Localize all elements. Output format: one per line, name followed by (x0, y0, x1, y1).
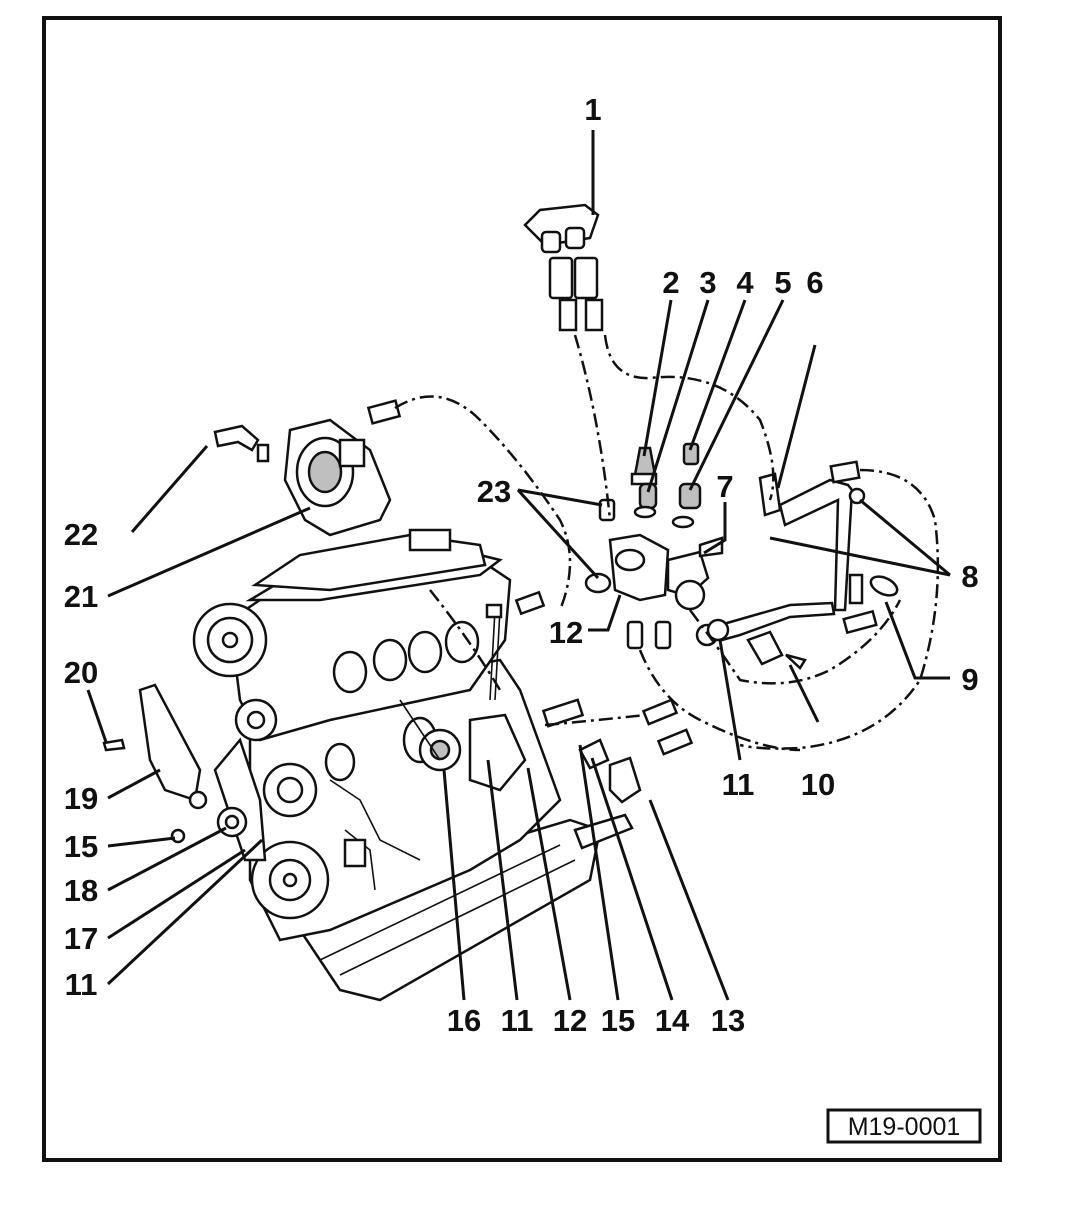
reference-code: M19-0001 (848, 1113, 961, 1141)
callout-20: 20 (64, 655, 98, 690)
callout-17: 17 (64, 921, 98, 956)
callout-10: 10 (801, 767, 835, 802)
callout-22: 22 (64, 517, 98, 552)
callout-6: 6 (806, 265, 823, 300)
figure-frame (42, 16, 1002, 1162)
callout-11-bottom: 11 (501, 1003, 534, 1038)
callout-8: 8 (961, 559, 978, 594)
injector-rail-illustration (523, 203, 604, 332)
callout-5: 5 (774, 265, 791, 300)
reference-code-box: M19-0001 (826, 1108, 982, 1144)
small-parts-illustration (514, 442, 724, 650)
callout-16: 16 (447, 1003, 481, 1038)
callout-2: 2 (662, 265, 679, 300)
callout-23: 23 (477, 474, 511, 509)
leader-lines (86, 130, 951, 1001)
callout-14: 14 (655, 1003, 690, 1038)
callout-12-bottom: 12 (553, 1003, 587, 1038)
dashed-routing-lines (394, 334, 940, 752)
callout-21: 21 (64, 579, 98, 614)
hoses-illustration (541, 460, 899, 850)
callout-labels: 1 2 3 4 5 6 7 8 9 10 11 12 13 14 15 12 1… (64, 92, 979, 1038)
callout-3: 3 (699, 265, 716, 300)
throttle-body-illustration (213, 399, 402, 537)
callout-1: 1 (584, 92, 601, 127)
callout-13: 13 (711, 1003, 745, 1038)
callout-15-bottom: 15 (601, 1003, 635, 1038)
callout-12-oring: 12 (549, 615, 583, 650)
callout-7: 7 (716, 469, 733, 504)
callout-18: 18 (64, 873, 98, 908)
engine-block-illustration (102, 528, 602, 1002)
callout-9: 9 (961, 662, 978, 697)
callout-15-left: 15 (64, 829, 98, 864)
callout-11-left: 11 (65, 967, 98, 1002)
callout-4: 4 (736, 265, 754, 300)
callout-11-hose: 11 (722, 767, 755, 802)
callout-19: 19 (64, 781, 98, 816)
